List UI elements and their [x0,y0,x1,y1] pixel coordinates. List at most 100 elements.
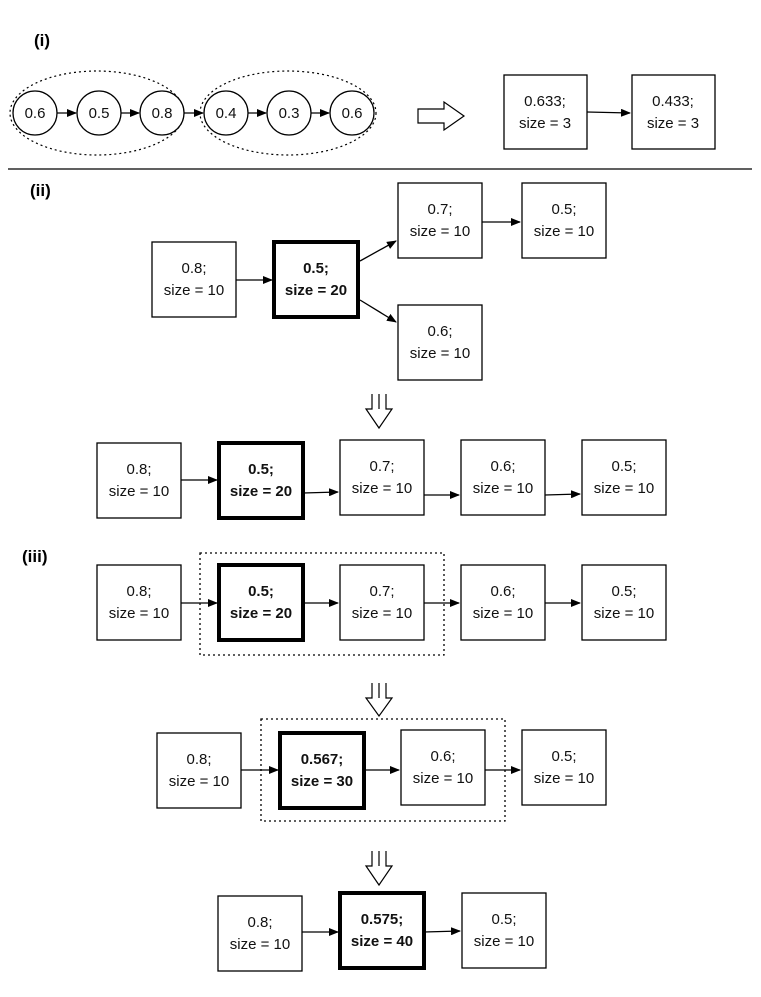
node-box-highlighted [217,441,305,520]
box-size: size = 10 [410,223,470,240]
box-value: 0.5; [551,201,576,218]
node-value: 0.5 [89,105,110,122]
box-value: 0.433; [652,93,694,110]
arrow [544,490,581,499]
box-value: 0.7; [427,201,452,218]
node-box [217,895,303,972]
section-label-iii: (iii) [22,547,48,566]
box-size: size = 30 [291,773,353,790]
box-size: size = 10 [109,483,169,500]
box-value: 0.7; [369,458,394,475]
arrow [359,240,397,262]
box-value: 0.8; [126,583,151,600]
box-value: 0.5; [248,583,274,600]
box-value: 0.633; [524,93,566,110]
node-box [96,564,182,641]
node-box [581,439,667,516]
node-box-highlighted [272,240,360,319]
node-value: 0.4 [216,105,237,122]
node-box [400,729,486,806]
box-value: 0.567; [301,751,344,768]
box-value: 0.8; [186,751,211,768]
box-size: size = 10 [352,480,412,497]
box-value: 0.8; [247,914,272,931]
box-value: 0.5; [248,461,274,478]
node-box [521,182,607,259]
section-label-i: (i) [34,31,50,50]
box-size: size = 10 [594,480,654,497]
part-iii-step3: 0.8; size = 10 0.575; size = 40 0.5; siz… [217,891,547,972]
box-size: size = 10 [169,773,229,790]
box-value: 0.5; [491,911,516,928]
box-size: size = 10 [413,770,473,787]
box-size: size = 10 [109,605,169,622]
box-size: size = 10 [352,605,412,622]
node-box [339,564,425,641]
node-box [151,241,237,318]
node-value: 0.6 [25,105,46,122]
node-box [461,892,547,969]
box-value: 0.5; [303,260,329,277]
merged-box [503,74,588,150]
node-box [339,439,425,516]
arrow [423,927,461,936]
node-box [460,439,546,516]
box-value: 0.7; [369,583,394,600]
box-value: 0.575; [361,911,404,928]
node-box-highlighted [217,563,305,642]
arrow [359,299,397,323]
merge-group-outline [199,552,445,656]
node-box [460,564,546,641]
box-value: 0.6; [427,323,452,340]
box-size: size = 10 [534,770,594,787]
box-size: size = 10 [164,282,224,299]
node-circle [329,90,375,136]
node-value: 0.8 [152,105,173,122]
box-size: size = 40 [351,933,413,950]
node-box [397,304,483,381]
node-box [397,182,483,259]
part-i: 0.6 0.5 0.8 0.4 0.3 0.6 0.633; size = 3 … [9,70,716,156]
box-size: size = 10 [230,936,290,953]
node-box-highlighted [338,891,426,970]
part-iii-step2: 0.8; size = 10 0.567; size = 30 0.6; siz… [156,718,607,822]
node-box [581,564,667,641]
box-size: size = 10 [534,223,594,240]
box-size: size = 10 [594,605,654,622]
box-size: size = 20 [285,282,347,299]
node-box-highlighted [278,731,366,810]
box-value: 0.6; [490,583,515,600]
section-label-ii: (ii) [30,181,51,200]
part-iii-step1: 0.8; size = 10 0.5; size = 20 0.7; size … [96,552,667,656]
box-size: size = 20 [230,605,292,622]
double-down-arrow-icon [364,683,394,718]
box-value: 0.8; [181,260,206,277]
part-ii-tree: 0.8; size = 10 0.5; size = 20 0.7; size … [151,182,607,381]
node-box [96,442,182,519]
box-size: size = 3 [647,115,699,132]
node-box [521,729,607,806]
arrow [586,108,631,117]
box-value: 0.6; [430,748,455,765]
box-size: size = 10 [473,480,533,497]
part-ii-chain: 0.8; size = 10 0.5; size = 20 0.7; size … [96,439,667,520]
box-value: 0.5; [551,748,576,765]
box-value: 0.8; [126,461,151,478]
box-value: 0.5; [611,583,636,600]
arrow [302,488,339,497]
box-size: size = 10 [473,605,533,622]
node-value: 0.3 [279,105,300,122]
box-size: size = 10 [410,345,470,362]
double-down-arrow-icon [364,394,394,430]
box-value: 0.5; [611,458,636,475]
transform-arrow-icon [417,100,466,132]
box-size: size = 3 [519,115,571,132]
node-box [156,732,242,809]
box-size: size = 20 [230,483,292,500]
merged-box [631,74,716,150]
node-value: 0.6 [342,105,363,122]
double-down-arrow-icon [364,851,394,887]
box-size: size = 10 [474,933,534,950]
box-value: 0.6; [490,458,515,475]
